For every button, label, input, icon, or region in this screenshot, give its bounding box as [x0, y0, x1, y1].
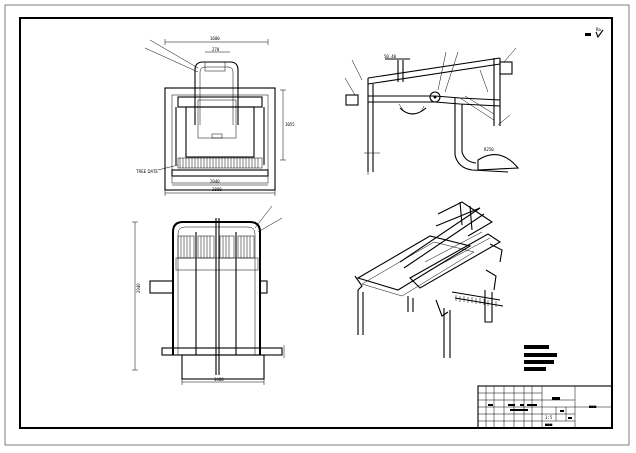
- roughness-label: Ra: [596, 27, 601, 32]
- dim-side-top: 50.40: [384, 54, 397, 59]
- dim-front-inner: 270: [212, 47, 220, 52]
- dim-plan-width: 1400: [214, 377, 224, 382]
- note-label: TREE DATE: [135, 169, 158, 174]
- dim-plan-depth: 2940: [136, 283, 141, 293]
- dim-front-top: 1680: [210, 36, 220, 41]
- dim-side-blade: R250: [484, 147, 494, 152]
- dim-front-bottom-2: 2880: [212, 187, 222, 192]
- isometric-view: [354, 201, 504, 358]
- front-view: 1680 270 1055 2040 2880 TREE DATE: [135, 36, 295, 196]
- side-view: 50.40 R250: [344, 47, 520, 175]
- title-number: ■■■: [545, 422, 553, 427]
- dim-front-bottom-1: 2040: [210, 179, 220, 184]
- dim-front-height: 1055: [285, 122, 295, 127]
- drawing-frame: [19, 17, 613, 429]
- title-name: ■■■: [589, 404, 597, 409]
- title-block: ■■■ 1:5 ■■■: [477, 385, 613, 429]
- technical-notes: [524, 345, 557, 371]
- title-scale: 1:5: [545, 415, 553, 420]
- roughness-mark: Ra: [585, 27, 604, 39]
- sheet-outer-border: [4, 4, 630, 446]
- plan-view: 2940 1400: [132, 205, 285, 385]
